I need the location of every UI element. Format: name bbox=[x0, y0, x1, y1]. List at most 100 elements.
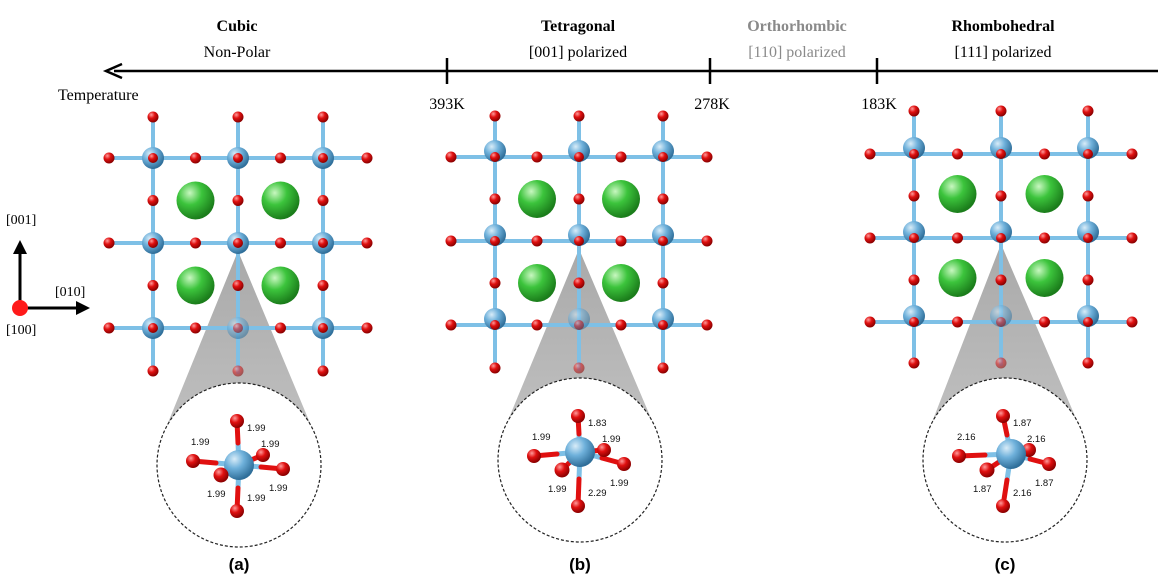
titanium-atom bbox=[903, 221, 925, 243]
titanium-atom bbox=[484, 140, 506, 162]
oxygen-atom bbox=[554, 462, 570, 478]
phase-header-tetragonal: Tetragonal [001] polarized bbox=[529, 18, 627, 61]
barium-atom bbox=[518, 180, 556, 218]
oxygen-atom bbox=[908, 190, 920, 202]
phase-polarization: [111] polarized bbox=[955, 44, 1052, 61]
lattice bbox=[864, 105, 1138, 369]
titanium-atom bbox=[652, 308, 674, 330]
oxygen-atom bbox=[952, 148, 963, 160]
bond-length-label: 1.99 bbox=[191, 437, 210, 448]
oxygen-atom bbox=[657, 110, 669, 122]
barium-atom bbox=[938, 175, 977, 213]
oxygen-atom bbox=[657, 362, 669, 374]
titanium-atom bbox=[484, 308, 506, 330]
oxygen-atom bbox=[1039, 316, 1050, 328]
oxygen-atom bbox=[317, 195, 329, 206]
phase-header-rhombohedral: Rhombohedral [111] polarized bbox=[951, 18, 1055, 61]
titanium-atom bbox=[903, 137, 925, 159]
oxygen-atom bbox=[597, 443, 611, 457]
oxygen-atom bbox=[527, 449, 541, 463]
bond-length-label: 2.16 bbox=[1027, 434, 1046, 445]
axis-label: Temperature bbox=[58, 87, 139, 104]
oxygen-atom bbox=[103, 152, 115, 164]
barium-atom bbox=[518, 264, 556, 302]
zoom-cone bbox=[929, 244, 1081, 430]
panel-label: (a) bbox=[229, 555, 250, 574]
oxygen-atom bbox=[147, 280, 159, 291]
oxygen-atom bbox=[103, 237, 115, 249]
oxygen-atom bbox=[147, 365, 159, 377]
oxygen-atom bbox=[908, 105, 920, 117]
phase-header-orthorhombic: Orthorhombic [110] polarized bbox=[747, 18, 847, 61]
oxygen-atom bbox=[490, 152, 500, 162]
oxygen-atom bbox=[489, 277, 501, 289]
barium-atom bbox=[176, 266, 215, 305]
oxygen-atom bbox=[658, 236, 668, 246]
bond-length-label: 1.99 bbox=[247, 493, 266, 504]
oxygen-atom bbox=[1039, 148, 1050, 160]
oxygen-atom bbox=[571, 409, 585, 423]
titanium-atom bbox=[1077, 137, 1099, 159]
oxygen-atom bbox=[190, 322, 201, 334]
bond-length-label: 1.99 bbox=[261, 439, 280, 450]
oxygen-atom bbox=[318, 238, 328, 248]
bond-length-label: 2.29 bbox=[588, 488, 607, 499]
oxygen-atom bbox=[233, 238, 243, 248]
oxygen-atom bbox=[489, 193, 501, 205]
oxygen-atom bbox=[574, 236, 584, 246]
oxygen-atom bbox=[996, 317, 1006, 327]
oxygen-atom bbox=[490, 236, 500, 246]
oxygen-atom bbox=[995, 105, 1007, 117]
oxygen-atom bbox=[147, 195, 159, 206]
oxygen-atom bbox=[908, 274, 920, 286]
oxygen-atom bbox=[275, 322, 286, 334]
oxygen-atom bbox=[148, 238, 158, 248]
oxygen-atom bbox=[909, 233, 919, 243]
bond-length-label: 2.16 bbox=[957, 432, 976, 443]
oxygen-atom bbox=[1082, 274, 1094, 286]
oxygen-atom bbox=[318, 153, 328, 163]
phase-name: Tetragonal bbox=[541, 18, 616, 35]
bond-length-label: 1.99 bbox=[247, 423, 266, 434]
oxygen-atom bbox=[276, 462, 290, 476]
oxygen-atom bbox=[1126, 148, 1138, 160]
transition-label: 278K bbox=[694, 96, 730, 113]
titanium-atom bbox=[224, 450, 254, 480]
oxygen-atom bbox=[531, 151, 543, 163]
up-arrowhead bbox=[13, 240, 27, 254]
oxygen-atom bbox=[908, 357, 920, 369]
phase-polarization: [110] polarized bbox=[748, 44, 846, 61]
oxygen-atom bbox=[490, 320, 500, 330]
phase-name: Orthorhombic bbox=[747, 18, 847, 35]
oxygen-atom bbox=[658, 320, 668, 330]
oxygen-atom bbox=[213, 467, 229, 483]
titanium-atom bbox=[652, 140, 674, 162]
oxygen-atom bbox=[232, 280, 244, 291]
oxygen-atom bbox=[1083, 149, 1093, 159]
oxygen-atom bbox=[317, 280, 329, 291]
out-of-plane-dot bbox=[12, 300, 28, 316]
titanium-atom bbox=[484, 224, 506, 246]
oxygen-atom bbox=[148, 323, 158, 333]
oxygen-atom bbox=[1082, 357, 1094, 369]
oxygen-atom bbox=[617, 457, 631, 471]
oxygen-atom bbox=[995, 274, 1007, 286]
barium-atom bbox=[176, 181, 215, 220]
oxygen-atom bbox=[657, 277, 669, 289]
oxygen-atom bbox=[657, 193, 669, 205]
temperature-axis: Temperature 393K 278K 183K bbox=[58, 58, 1158, 113]
oxygen-atom bbox=[909, 317, 919, 327]
transition-label: 183K bbox=[861, 96, 897, 113]
barium-atom bbox=[602, 264, 640, 302]
titanium-atom bbox=[568, 224, 590, 246]
bond-length-label: 1.99 bbox=[207, 489, 226, 500]
oxygen-atom bbox=[615, 235, 627, 247]
barium-atom bbox=[602, 180, 640, 218]
oxygen-atom bbox=[615, 319, 627, 331]
oxygen-atom bbox=[230, 504, 244, 518]
oxygen-atom bbox=[952, 232, 963, 244]
oxygen-atom bbox=[909, 149, 919, 159]
